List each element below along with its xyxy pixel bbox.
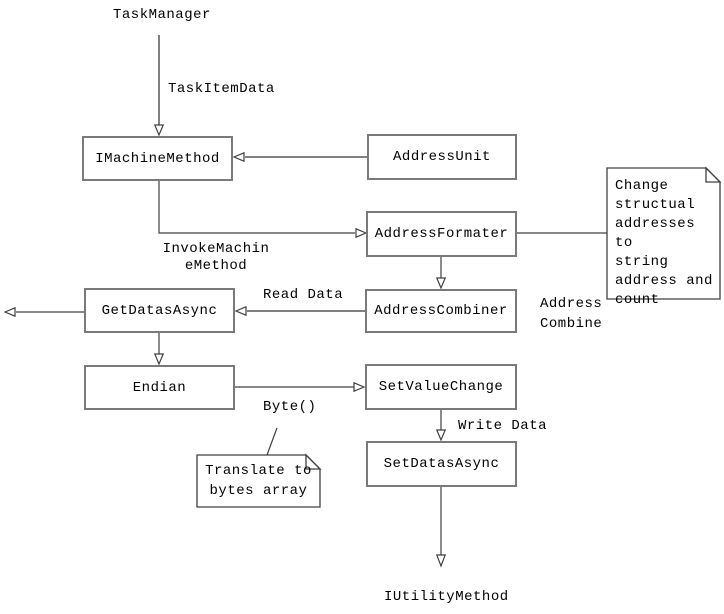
node-endian-label: Endian bbox=[132, 379, 187, 396]
node-setdatasasync-label: SetDatasAsync bbox=[383, 456, 500, 472]
edge-imachinemethod-addressformater bbox=[158, 181, 355, 234]
node-addresscombiner[interactable]: AddressCombiner bbox=[365, 289, 517, 333]
note-change-structural-shape[interactable] bbox=[606, 167, 721, 300]
arrowhead-down-setdatasasync bbox=[435, 429, 447, 442]
arrowhead-down-addresscombiner bbox=[435, 277, 447, 290]
note-change-structural-text: Change structual addresses to string add… bbox=[615, 178, 713, 308]
arrowhead-left-out bbox=[3, 306, 16, 318]
node-addressunit-label: AddressUnit bbox=[393, 149, 491, 165]
node-addresscombiner-label: AddressCombiner bbox=[374, 303, 508, 319]
node-setdatasasync[interactable]: SetDatasAsync bbox=[366, 441, 517, 487]
arrowhead-left-imachinemethod bbox=[232, 151, 245, 163]
note-translate-bytes-text: Translate to bytes array bbox=[205, 463, 312, 499]
node-addressformater-label: AddressFormater bbox=[374, 226, 509, 242]
node-addressformater[interactable]: AddressFormater bbox=[366, 211, 517, 257]
label-task-manager: TaskManager bbox=[113, 7, 211, 23]
arrowhead-down-iutilitymethod bbox=[435, 554, 447, 568]
note-translate-bytes-shape[interactable] bbox=[196, 454, 321, 508]
note-change-structural-fold-icon bbox=[705, 166, 722, 183]
label-iutility-method: IUtilityMethod bbox=[384, 589, 509, 605]
leader-byte-note bbox=[266, 427, 278, 456]
label-byte: Byte() bbox=[263, 399, 317, 415]
arrowhead-right-addressformater bbox=[355, 227, 368, 239]
node-setvaluechange[interactable]: SetValueChange bbox=[365, 364, 517, 410]
note-translate-bytes-fold-icon bbox=[305, 453, 322, 470]
label-invoke-machine-method: InvokeMachin eMethod bbox=[162, 241, 270, 274]
label-write-data: Write Data bbox=[458, 418, 548, 434]
arrowhead-down-imachinemethod bbox=[153, 124, 165, 137]
arrowhead-left-getdatasasync bbox=[234, 305, 247, 317]
arrowhead-right-setvaluechange bbox=[353, 381, 366, 393]
label-task-item-data: TaskItemData bbox=[168, 81, 275, 97]
node-endian[interactable]: Endian bbox=[84, 365, 235, 410]
label-read-data: Read Data bbox=[263, 287, 344, 303]
node-setvaluechange-label: SetValueChange bbox=[378, 379, 504, 395]
node-getdatasasync[interactable]: GetDatasAsync bbox=[84, 288, 235, 333]
node-getdatasasync-label: GetDatasAsync bbox=[101, 302, 218, 319]
node-imachinemethod[interactable]: IMachineMethod bbox=[82, 136, 233, 181]
arrowhead-down-endian bbox=[153, 353, 165, 366]
label-address-combine: Address Combine bbox=[540, 296, 603, 332]
node-addressunit[interactable]: AddressUnit bbox=[367, 134, 517, 180]
node-imachinemethod-label: IMachineMethod bbox=[95, 150, 220, 167]
